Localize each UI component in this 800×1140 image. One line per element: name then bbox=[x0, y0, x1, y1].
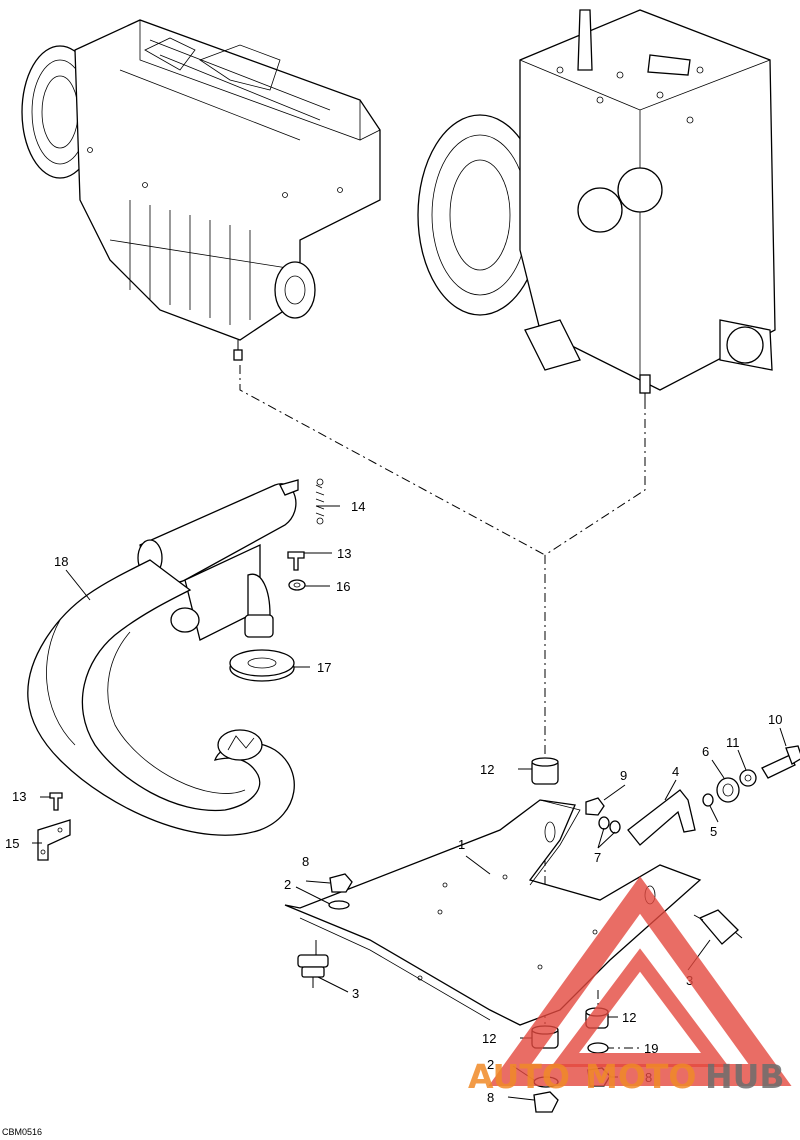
callout-15: 15 bbox=[5, 836, 19, 851]
callout-13-upper: 13 bbox=[337, 546, 351, 561]
assembly-line-left bbox=[239, 365, 546, 556]
exhaust-pipe-assembly bbox=[27, 478, 325, 836]
watermark-part1: AUTO bbox=[468, 1057, 570, 1096]
callout-7: 7 bbox=[594, 850, 601, 865]
watermark-part3: HUB bbox=[705, 1057, 785, 1096]
spacer-upper bbox=[531, 757, 559, 785]
callout-11: 11 bbox=[726, 735, 740, 750]
callout-2-upper: 2 bbox=[284, 877, 291, 892]
callout-12-upper: 12 bbox=[480, 762, 494, 777]
engine-front-view bbox=[417, 9, 776, 400]
callout-16: 16 bbox=[336, 579, 350, 594]
assembly-line-right bbox=[544, 400, 646, 556]
engine-side-view bbox=[21, 19, 381, 361]
callout-12-right: 12 bbox=[622, 1010, 636, 1025]
callout-4: 4 bbox=[672, 764, 679, 779]
nut-upper bbox=[329, 873, 353, 893]
callout-5: 5 bbox=[710, 824, 717, 839]
callout-13-left: 13 bbox=[12, 789, 26, 804]
callout-8-lower: 8 bbox=[487, 1090, 494, 1105]
callout-9: 9 bbox=[620, 768, 627, 783]
leader-lines bbox=[32, 505, 787, 1101]
rubber-mount-right bbox=[693, 909, 743, 945]
callout-12-lower: 12 bbox=[482, 1031, 496, 1046]
callout-18: 18 bbox=[54, 554, 68, 569]
watermark-part2: MOTO bbox=[585, 1057, 696, 1096]
nut-lower bbox=[533, 1091, 559, 1113]
rubber-mount-left bbox=[297, 940, 329, 988]
washer-19 bbox=[587, 1042, 609, 1054]
left-bracket-assembly bbox=[37, 792, 71, 861]
callout-14: 14 bbox=[351, 499, 365, 514]
callout-6: 6 bbox=[702, 744, 709, 759]
callout-17: 17 bbox=[317, 660, 331, 675]
callout-19: 19 bbox=[644, 1041, 658, 1056]
callout-1: 1 bbox=[458, 837, 465, 852]
callout-8-upper: 8 bbox=[302, 854, 309, 869]
callout-2-lower: 2 bbox=[487, 1057, 494, 1072]
washer-upper bbox=[328, 900, 350, 910]
side-bracket-assembly bbox=[585, 745, 800, 846]
drawing-code: CBM0516 bbox=[2, 1127, 42, 1137]
callout-3-left: 3 bbox=[352, 986, 359, 1001]
callout-10: 10 bbox=[768, 712, 782, 727]
watermark-logo bbox=[488, 876, 792, 1086]
